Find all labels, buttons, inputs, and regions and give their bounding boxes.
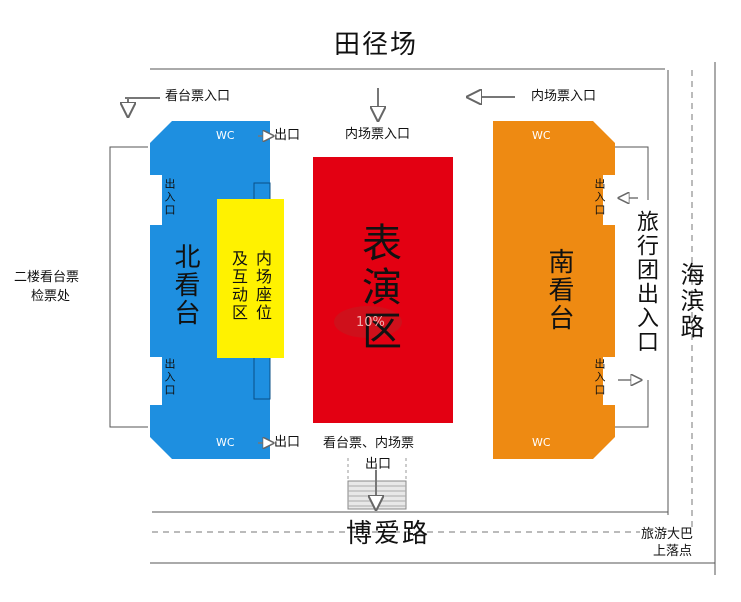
north-stand-label: 北看台: [170, 243, 200, 327]
south-outer-path-bottom: [612, 380, 649, 428]
performance-zone[interactable]: [313, 157, 453, 423]
inner-seat-label-1: 内场座位: [253, 250, 272, 322]
wc-south-top: WC: [532, 129, 551, 142]
bus-stop-label-1: 旅游大巴: [641, 527, 694, 542]
performance-zone-label: 表演区: [355, 222, 401, 354]
inner-seat-label-2: 及互动区: [229, 250, 248, 322]
stand-entrance-arrow: [125, 97, 160, 112]
wc-north-bottom: WC: [216, 436, 235, 449]
north-outer-path: [109, 146, 148, 428]
wc-south-bottom: WC: [532, 436, 551, 449]
wc-north-top: WC: [216, 129, 235, 142]
watermark-text: 10%: [356, 315, 385, 330]
south-outer-path-top: [612, 146, 649, 200]
second-floor-check-2: 检票处: [31, 289, 71, 304]
watermark-badge: [334, 306, 402, 338]
road-bottom-label: 博爱路: [346, 519, 431, 549]
exit-in-south-bottom: 出入口: [593, 358, 606, 397]
exit-north-top: 出口: [274, 128, 301, 143]
bus-stop-label-2: 上落点: [653, 544, 693, 559]
road-right-label: 海滨路: [676, 262, 704, 340]
south-stand[interactable]: [493, 121, 615, 459]
stand-ticket-entrance: 看台票入口: [165, 89, 231, 104]
exit-in-north-bottom: 出入口: [163, 358, 176, 397]
stadium-title: 田径场: [334, 30, 419, 60]
inner-seat-zone[interactable]: [217, 199, 284, 358]
exit-in-south-top: 出入口: [593, 178, 606, 217]
field-ticket-entrance-top: 内场票入口: [345, 127, 411, 142]
field-ticket-entrance-right: 内场票入口: [531, 89, 597, 104]
second-floor-check-1: 二楼看台票: [14, 270, 80, 285]
exit-north-bottom: 出口: [274, 435, 301, 450]
tour-group-entrance: 旅行团出入口: [633, 210, 658, 354]
south-stand-label: 南看台: [544, 248, 574, 332]
exit-in-north-top: 出入口: [163, 178, 176, 217]
bottom-gate-label-1: 看台票、内场票: [323, 436, 415, 451]
bottom-gate-label-2: 出口: [365, 457, 392, 472]
